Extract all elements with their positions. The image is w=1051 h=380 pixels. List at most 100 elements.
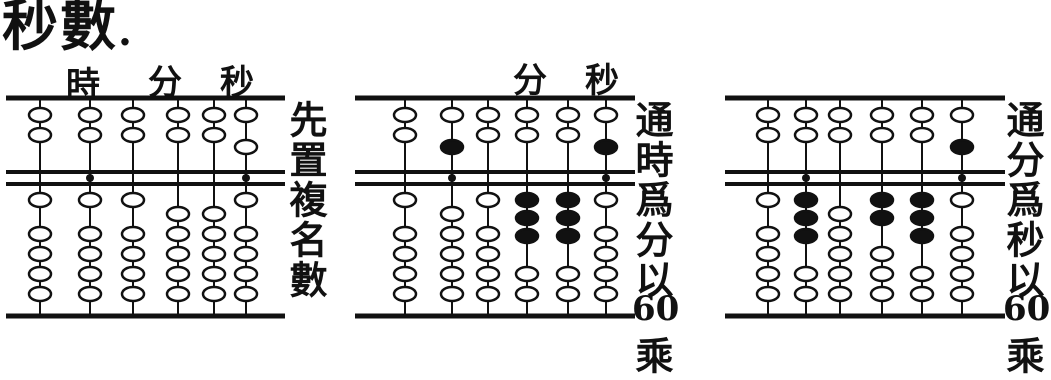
- frame3-upper-bead: [909, 126, 935, 144]
- frame3-unit-dot: [958, 174, 966, 182]
- frame1-unit-dot: [86, 174, 94, 182]
- frame1-lower-bead: [201, 265, 227, 283]
- frame2-upper-bead: [593, 106, 619, 124]
- frame1-upper-bead: [120, 106, 146, 124]
- frame3-lower-bead: [869, 285, 895, 303]
- frame1-lower-bead: [120, 225, 146, 243]
- frame2-lower-bead: [475, 225, 501, 243]
- frame2-lower-bead: [392, 245, 418, 263]
- frame3-upper-bead: [827, 106, 853, 124]
- frame3-lower-bead: [949, 285, 975, 303]
- frame2-lower-bead: [514, 227, 540, 245]
- frame2-lower-bead: [593, 285, 619, 303]
- frame3-lower-bead: [909, 285, 935, 303]
- frame2-lower-bead: [475, 285, 501, 303]
- frame1-lower-bead: [120, 265, 146, 283]
- frame2-lower-bead: [392, 191, 418, 209]
- frame3-lower-bead: [793, 265, 819, 283]
- frame3-lower-bead: [949, 245, 975, 263]
- frame3-upper-bead: [869, 126, 895, 144]
- frame2-upper-bead: [514, 126, 540, 144]
- frame2-label-minute: 分: [513, 61, 547, 101]
- frame1-label-second: 秒: [220, 63, 254, 103]
- frame3-lower-bead: [869, 191, 895, 209]
- frame2-lower-bead: [439, 285, 465, 303]
- frame2-lower-bead: [593, 265, 619, 283]
- frame3-lower-bead: [949, 225, 975, 243]
- frame2-lower-bead: [514, 265, 540, 283]
- frame2-upper-bead: [392, 126, 418, 144]
- frame1-lower-bead: [77, 265, 103, 283]
- frame2-lower-bead: [392, 225, 418, 243]
- frame1-lower-bead: [233, 265, 259, 283]
- frame3-lower-bead: [909, 265, 935, 283]
- frame3-lower-bead: [827, 205, 853, 223]
- frame2-unit-dot: [602, 174, 610, 182]
- frame3-lower-bead: [755, 285, 781, 303]
- frame3-lower-bead: [869, 245, 895, 263]
- frame3-upper-bead: [755, 106, 781, 124]
- frame3-multiplier: 60: [1003, 289, 1051, 329]
- frame1-lower-bead: [165, 285, 191, 303]
- frame1-label-minute: 分: [148, 63, 182, 103]
- frame3-lower-bead: [827, 245, 853, 263]
- frame2-operation: 乘: [629, 336, 674, 376]
- frame1-lower-bead: [165, 245, 191, 263]
- frame3-lower-bead: [793, 227, 819, 245]
- frame3-lower-bead: [909, 227, 935, 245]
- heading-text: 秒數: [2, 0, 118, 59]
- frame3-lower-bead: [909, 209, 935, 227]
- frame1-lower-bead: [27, 245, 53, 263]
- frame1-lower-bead: [27, 265, 53, 283]
- frame2-lower-bead: [555, 227, 581, 245]
- frame2-upper-bead: [439, 106, 465, 124]
- frame2-upper-bead: [439, 138, 465, 156]
- frame2-multiplier: 60: [632, 289, 680, 329]
- frame2-lower-bead: [555, 265, 581, 283]
- frame3-lower-bead: [755, 225, 781, 243]
- frame3-lower-bead: [755, 265, 781, 283]
- frame2-lower-bead: [439, 225, 465, 243]
- frame3-lower-bead: [949, 191, 975, 209]
- frame1-upper-bead: [165, 126, 191, 144]
- frame2-lower-bead: [555, 209, 581, 227]
- frame1-lower-bead: [27, 225, 53, 243]
- frame1-lower-bead: [165, 265, 191, 283]
- frame3-lower-bead: [869, 265, 895, 283]
- heading-mark: .: [118, 8, 134, 55]
- frame1-upper-bead: [233, 138, 259, 156]
- frame2-lower-bead: [475, 265, 501, 283]
- frame2-lower-bead: [514, 285, 540, 303]
- frame2-lower-bead: [593, 225, 619, 243]
- frame2-upper-bead: [555, 126, 581, 144]
- frame3-side-text: 通分爲秒以: [1000, 100, 1045, 300]
- frame2-upper-bead: [555, 106, 581, 124]
- frame3-upper-bead: [869, 106, 895, 124]
- frame3-upper-bead: [755, 126, 781, 144]
- frame1-upper-bead: [165, 106, 191, 124]
- frame2-lower-bead: [475, 245, 501, 263]
- frame1-lower-bead: [120, 285, 146, 303]
- frame2-side-text: 通時爲分以: [629, 100, 674, 300]
- frame2-lower-bead: [439, 205, 465, 223]
- frame1-upper-bead: [77, 126, 103, 144]
- frame3-lower-bead: [755, 191, 781, 209]
- frame2-upper-bead: [475, 106, 501, 124]
- frame3-operation: 乘: [1000, 336, 1045, 376]
- frame1-lower-bead: [233, 245, 259, 263]
- frame1-upper-bead: [120, 126, 146, 144]
- frame2-lower-bead: [593, 191, 619, 209]
- frame2-lower-bead: [475, 191, 501, 209]
- frame1-label-hour: 時: [66, 65, 100, 105]
- frame2-unit-dot: [448, 174, 456, 182]
- frame1-side-text: 先置複名數: [283, 100, 328, 300]
- frame2-lower-bead: [555, 191, 581, 209]
- frame1-lower-bead: [120, 191, 146, 209]
- frame1-lower-bead: [233, 191, 259, 209]
- frame1-lower-bead: [201, 205, 227, 223]
- frame2-lower-bead: [514, 209, 540, 227]
- frame1-lower-bead: [77, 191, 103, 209]
- heading: 秒數.: [2, 0, 134, 54]
- frame2-lower-bead: [555, 285, 581, 303]
- frame1-upper-bead: [27, 106, 53, 124]
